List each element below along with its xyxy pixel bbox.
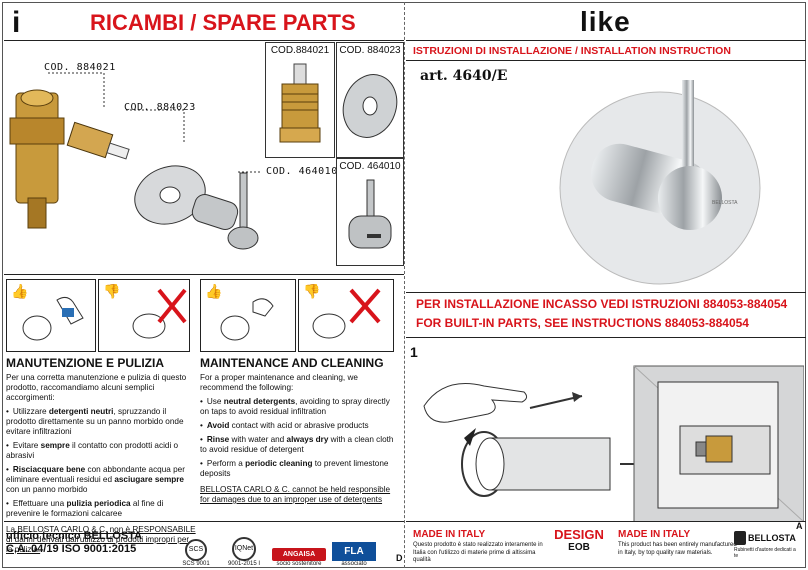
bellosta-logo: BELLOSTA Rubinetti d'autore dedicati a t… bbox=[734, 531, 800, 559]
intro-text: For a proper maintenance and cleaning, w… bbox=[200, 373, 358, 392]
spare-parts-title: RICAMBI / SPARE PARTS bbox=[90, 10, 356, 35]
page-letter-right: A bbox=[796, 521, 803, 531]
section-title: MAINTENANCE AND CLEANING bbox=[200, 356, 384, 370]
bullet-list: Use neutral detergents, avoiding to spra… bbox=[200, 397, 396, 479]
dont-thumbnail-en: 👎 bbox=[298, 279, 394, 352]
disclaimer: BELLOSTA CARLO & C. cannot be held respo… bbox=[200, 485, 391, 504]
parts-rule bbox=[4, 274, 404, 275]
do-thumbnail-it: 👍 bbox=[6, 279, 96, 352]
footer-rule-right bbox=[406, 521, 806, 522]
svg-text:👎: 👎 bbox=[103, 283, 120, 300]
notice-rule-bottom bbox=[406, 337, 806, 338]
part-code: COD.884021 bbox=[270, 45, 330, 56]
maintenance-en: MAINTENANCE AND CLEANING For a proper ma… bbox=[200, 356, 396, 505]
notice-line-1: PER INSTALLAZIONE INCASSO VEDI ISTRUZION… bbox=[416, 297, 788, 311]
svg-text:👎: 👎 bbox=[303, 283, 320, 300]
step-number: 1 bbox=[410, 344, 418, 360]
info-letter: i bbox=[12, 6, 21, 39]
svg-text:👍: 👍 bbox=[11, 283, 28, 300]
step-1-drawing bbox=[410, 346, 804, 522]
made-in-italy-label: MADE IN ITALY bbox=[618, 529, 691, 540]
design-mark: DESIGN EOB bbox=[548, 527, 610, 553]
bullet-list: Utilizzare detergenti neutri, spruzzando… bbox=[6, 407, 196, 519]
article-number: art. 4640/E bbox=[420, 68, 508, 84]
product-mark: BELLOSTA bbox=[712, 200, 738, 206]
brand-rule bbox=[406, 40, 806, 41]
callout-464010: COD. 464010 bbox=[266, 166, 338, 177]
angaisa-logo: ANGAISA socio sostenitore bbox=[272, 548, 326, 567]
bellosta-logo-mark bbox=[734, 531, 746, 545]
bullet-item: Evitare sempre il contatto con prodotti … bbox=[6, 441, 196, 461]
disclaimer: La BELLOSTA CARLO & C. non è RESPONSABIL… bbox=[6, 525, 196, 554]
part-code: COD. 464010 bbox=[339, 161, 401, 172]
notice-rule bbox=[406, 292, 806, 293]
product-image: BELLOSTA bbox=[540, 72, 800, 288]
bellosta-logo-text: BELLOSTA bbox=[748, 533, 796, 543]
made-in-italy-label: MADE IN ITALY bbox=[413, 529, 486, 540]
bullet-item: Avoid contact with acid or abrasive prod… bbox=[200, 421, 396, 431]
design-code: EOB bbox=[568, 542, 590, 553]
info-icon: i bbox=[12, 8, 34, 38]
made-in-italy-text: This product has been entirely manufactu… bbox=[618, 542, 737, 556]
callout-884023: COD. 884023 bbox=[124, 102, 196, 113]
bullet-item: Effettuare una pulizia periodica al fine… bbox=[6, 499, 196, 519]
bullet-item: Use neutral detergents, avoiding to spra… bbox=[200, 397, 396, 417]
design-label: DESIGN bbox=[554, 527, 604, 542]
dont-thumbnail-it: 👎 bbox=[98, 279, 190, 352]
intro-text: Per una corretta manutenzione e pulizia … bbox=[6, 373, 187, 402]
made-in-italy-en: MADE IN ITALY This product has been enti… bbox=[618, 529, 738, 557]
iqnet-logo: IQNet 9001-2015 I bbox=[222, 537, 266, 567]
title-rule bbox=[4, 40, 404, 41]
part-box-884023: COD. 884023 bbox=[336, 42, 404, 158]
bullet-item: Perform a periodic cleaning to prevent l… bbox=[200, 459, 396, 479]
page-letter-left: D bbox=[396, 553, 403, 563]
bullet-item: Utilizzare detergenti neutri, spruzzando… bbox=[6, 407, 196, 437]
tech-office: ufficio tecnico BELLOSTA C.A. 04/19 ISO … bbox=[6, 530, 142, 556]
cartridge-image bbox=[279, 63, 321, 143]
bellosta-tagline: Rubinetti d'autore dedicati a te bbox=[734, 547, 796, 559]
install-rule bbox=[406, 60, 806, 61]
page-fold-divider bbox=[404, 2, 405, 568]
footer-rule-left bbox=[4, 521, 404, 522]
plate-image bbox=[342, 74, 398, 138]
cert-logos: SCS SCS 9001 IQNet 9001-2015 I ANGAISA s… bbox=[176, 525, 390, 567]
bullet-item: Rinse with water and always dry with a c… bbox=[200, 435, 396, 455]
brand-like: like bbox=[580, 6, 631, 37]
svg-text:👍: 👍 bbox=[205, 283, 222, 300]
footer-line-2: C.A. 04/19 ISO 9001:2015 bbox=[6, 543, 137, 555]
maintenance-it: MANUTENZIONE E PULIZIA Per una corretta … bbox=[6, 356, 196, 555]
part-box-884021: COD.884021 bbox=[265, 42, 335, 158]
scs-logo: SCS SCS 9001 bbox=[176, 539, 216, 567]
notice-line-2: FOR BUILT-IN PARTS, SEE INSTRUCTIONS 884… bbox=[416, 316, 749, 330]
fla-logo: FLA associato bbox=[332, 542, 376, 567]
callout-884021: COD. 884021 bbox=[44, 62, 116, 73]
do-thumbnail-en: 👍 bbox=[200, 279, 296, 352]
install-title: ISTRUZIONI DI INSTALLAZIONE / INSTALLATI… bbox=[413, 45, 731, 57]
handle-image bbox=[348, 179, 392, 249]
exploded-view bbox=[8, 48, 263, 272]
section-title: MANUTENZIONE E PULIZIA bbox=[6, 356, 164, 370]
part-code: COD. 884023 bbox=[339, 45, 401, 56]
footer-line-1: ufficio tecnico BELLOSTA bbox=[6, 530, 143, 542]
made-in-italy-text: Questo prodotto è stato realizzato inter… bbox=[413, 542, 543, 563]
bullet-item: Risciacquare bene con abbondante acqua p… bbox=[6, 465, 196, 495]
made-in-italy-it: MADE IN ITALY Questo prodotto è stato re… bbox=[413, 529, 543, 565]
part-box-464010: COD. 464010 bbox=[336, 158, 404, 266]
